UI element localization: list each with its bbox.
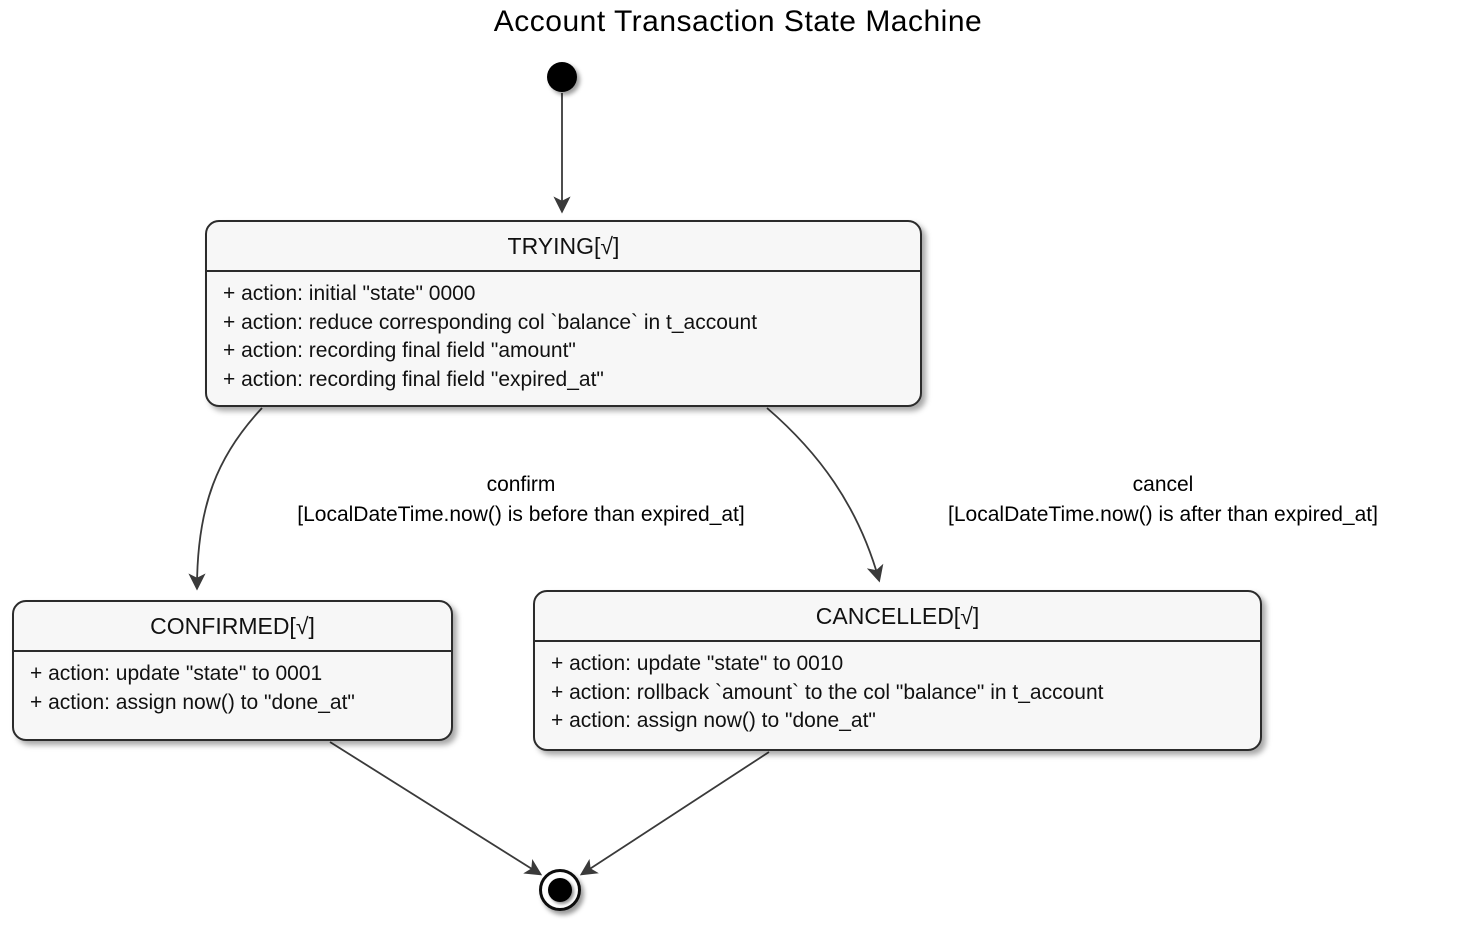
state-action-line: + action: update "state" to 0010 <box>551 652 844 675</box>
final-state-node <box>539 869 581 911</box>
state-confirmed-title: CONFIRMED[√] <box>14 602 451 652</box>
state-cancelled: CANCELLED[√] + action: update "state" to… <box>533 590 1262 751</box>
initial-state-node <box>547 62 577 92</box>
edge-cancelled-to-final <box>579 751 770 876</box>
edge-trying-to-cancelled <box>766 407 884 583</box>
state-action-line: + action: recording final field "amount" <box>223 339 576 362</box>
state-trying-body: + action: initial "state" 0000 + action:… <box>207 272 920 400</box>
transition-label-cancel: cancel [LocalDateTime.now() is after tha… <box>863 470 1463 530</box>
transition-event: cancel <box>1132 473 1194 496</box>
state-confirmed: CONFIRMED[√] + action: update "state" to… <box>12 600 453 741</box>
state-action-line: + action: reduce corresponding col `bala… <box>223 310 758 334</box>
state-cancelled-body: + action: update "state" to 0010 + actio… <box>535 642 1260 742</box>
state-action-line: + action: rollback `amount` to the col "… <box>551 680 1104 704</box>
transition-guard: [LocalDateTime.now() is after than expir… <box>948 503 1378 526</box>
state-action-line: + action: assign now() to "done_at" <box>551 709 876 732</box>
state-action-line: + action: assign now() to "done_at" <box>30 690 355 714</box>
transition-guard: [LocalDateTime.now() is before than expi… <box>297 503 745 526</box>
state-action-line: + action: recording final field "expired… <box>223 367 604 391</box>
state-cancelled-title: CANCELLED[√] <box>535 592 1260 642</box>
state-action-line: + action: initial "state" 0000 <box>223 282 476 305</box>
state-confirmed-body: + action: update "state" to 0001 + actio… <box>14 652 451 723</box>
state-trying: TRYING[√] + action: initial "state" 0000… <box>205 220 922 407</box>
transition-label-confirm: confirm [LocalDateTime.now() is before t… <box>221 470 821 530</box>
state-action-line: + action: update "state" to 0001 <box>30 662 323 685</box>
edge-trying-to-confirmed <box>188 407 263 591</box>
transition-event: confirm <box>486 473 556 496</box>
final-state-inner-dot <box>548 878 572 902</box>
state-trying-title: TRYING[√] <box>207 222 920 272</box>
diagram-title: Account Transaction State Machine <box>493 5 983 38</box>
edge-confirmed-to-final <box>329 741 543 876</box>
